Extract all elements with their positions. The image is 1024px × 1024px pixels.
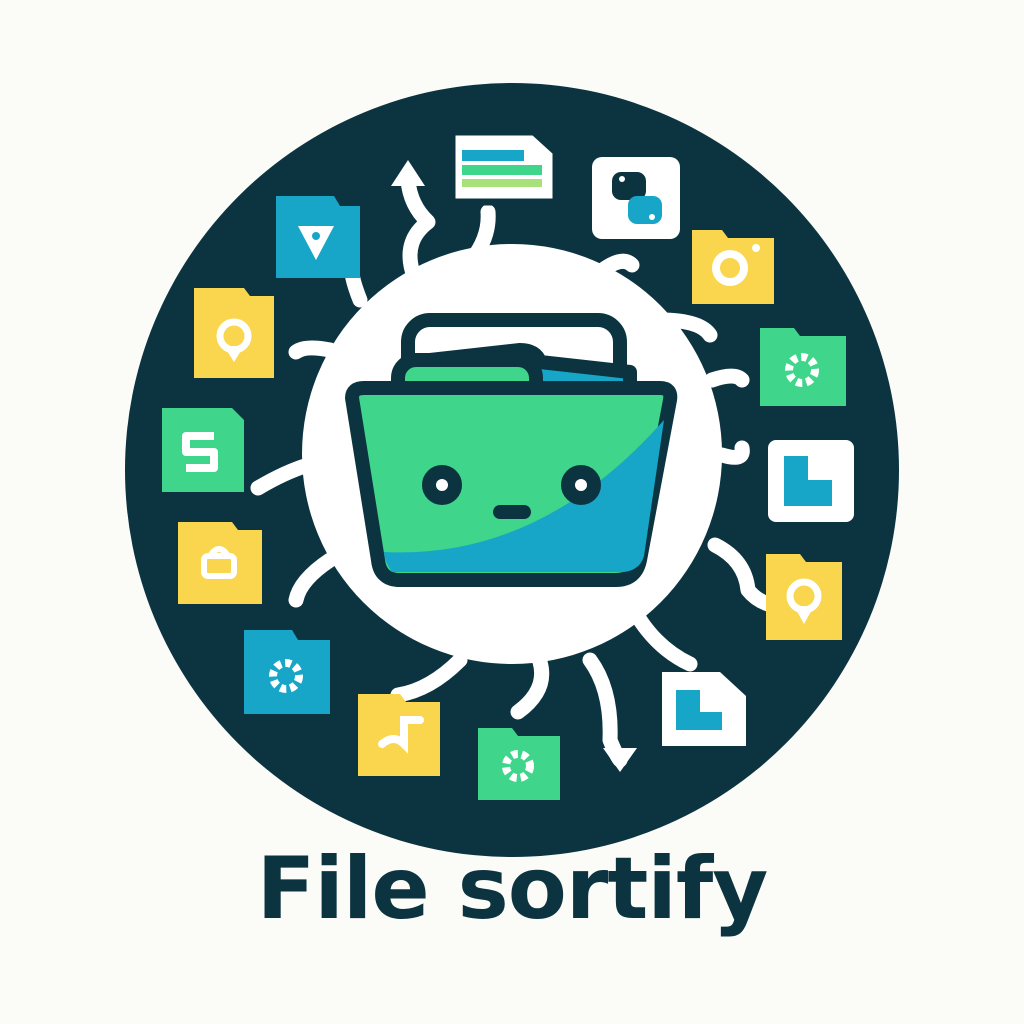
central-folder-mascot-icon <box>345 313 678 587</box>
download-arrow-icon <box>603 748 637 772</box>
blue-gear-folder-icon <box>244 630 330 714</box>
upload-arrow-icon <box>391 160 425 186</box>
logo-emblem <box>125 83 899 857</box>
blue-document-icon <box>662 672 746 746</box>
green-s-file-icon <box>162 408 244 492</box>
yellow-music-folder-icon <box>358 694 440 776</box>
yellow-camera-folder-icon <box>692 230 774 304</box>
blue-document-icon <box>768 440 854 522</box>
document-card-icon <box>448 128 560 206</box>
yellow-location-folder-icon <box>194 288 274 378</box>
green-gear-folder-icon <box>478 728 560 800</box>
brand-name: File sortify <box>256 839 769 939</box>
green-gear-folder-icon <box>760 328 846 406</box>
yellow-lock-folder-icon <box>178 522 262 604</box>
blue-triangle-folder-icon <box>276 196 360 278</box>
python-file-icon <box>592 157 680 239</box>
yellow-location-folder-icon <box>766 554 842 640</box>
